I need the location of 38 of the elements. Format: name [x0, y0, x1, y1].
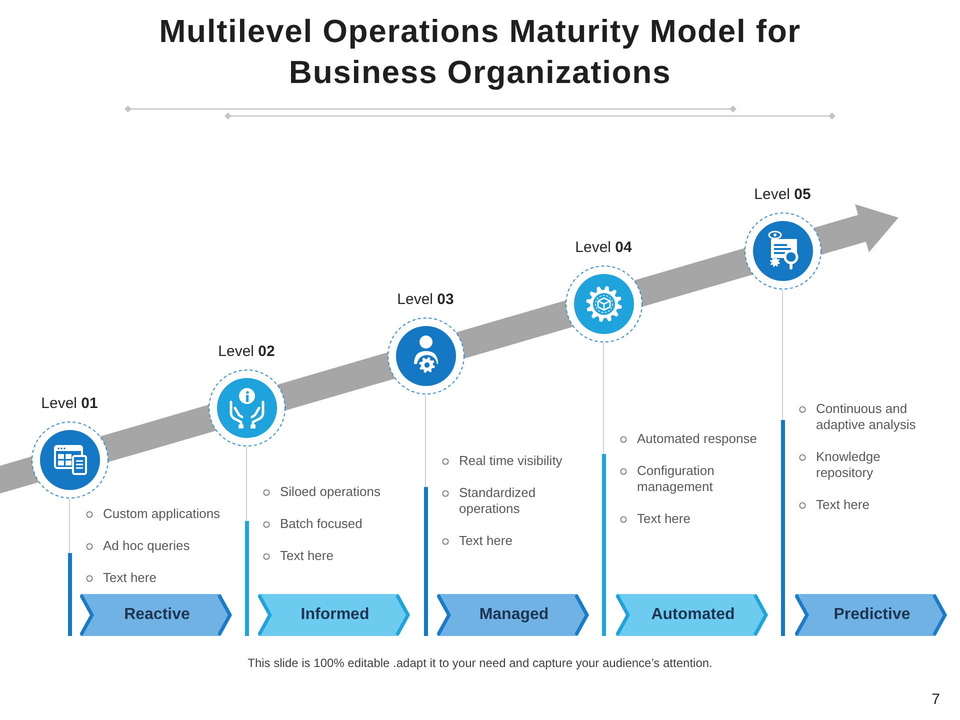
bullet-text: Real time visibility — [459, 453, 564, 469]
level-label: Level 03 — [397, 291, 454, 309]
stage-label: Informed — [300, 605, 370, 625]
bullet-text: Ad hoc queries — [103, 538, 191, 554]
level-label: Level 04 — [575, 239, 632, 257]
stage-label: Predictive — [834, 605, 910, 625]
bullet-text: Automated response — [637, 431, 758, 447]
bullet-text: Text here — [637, 511, 692, 527]
connector-line — [425, 394, 426, 488]
accent-bar — [68, 553, 72, 636]
bullet-text: Text here — [280, 548, 334, 564]
stage-label: Automated — [651, 605, 735, 625]
bullet-text: Continuous and adaptive analysis — [816, 401, 917, 433]
bullet-text: Configuration management — [637, 463, 716, 495]
connector-line — [782, 290, 783, 420]
bullet-text: Custom applications — [103, 506, 222, 522]
caption: This slide is 100% editable .adapt it to your need and capture your audience’s attention. — [246, 655, 714, 671]
stage-label: Managed — [479, 605, 549, 625]
accent-bar — [602, 454, 606, 636]
connector-line — [246, 446, 247, 522]
bullet-text: Knowledge repository — [816, 449, 882, 481]
bullet-text: Siloed operations — [280, 484, 382, 500]
connector-line — [69, 498, 70, 554]
connector-line — [603, 342, 604, 454]
accent-bar — [780, 420, 784, 636]
bullet-text: Standardized operations — [459, 485, 537, 517]
bullet-text: Text here — [816, 497, 870, 513]
page-number: 7 — [932, 691, 940, 709]
level-label: Level 01 — [41, 395, 98, 413]
accent-bar — [244, 521, 248, 636]
accent-bar — [424, 487, 428, 636]
bullet-text: Text here — [103, 570, 158, 586]
stage-label: Reactive — [124, 605, 190, 625]
title: Multilevel Operations Maturity Model for Business Organizations — [158, 12, 802, 92]
bullet-text: Text here — [459, 533, 514, 549]
level-label: Level 02 — [218, 343, 275, 361]
level-label: Level 05 — [754, 186, 811, 204]
bullet-text: Batch focused — [280, 516, 364, 532]
